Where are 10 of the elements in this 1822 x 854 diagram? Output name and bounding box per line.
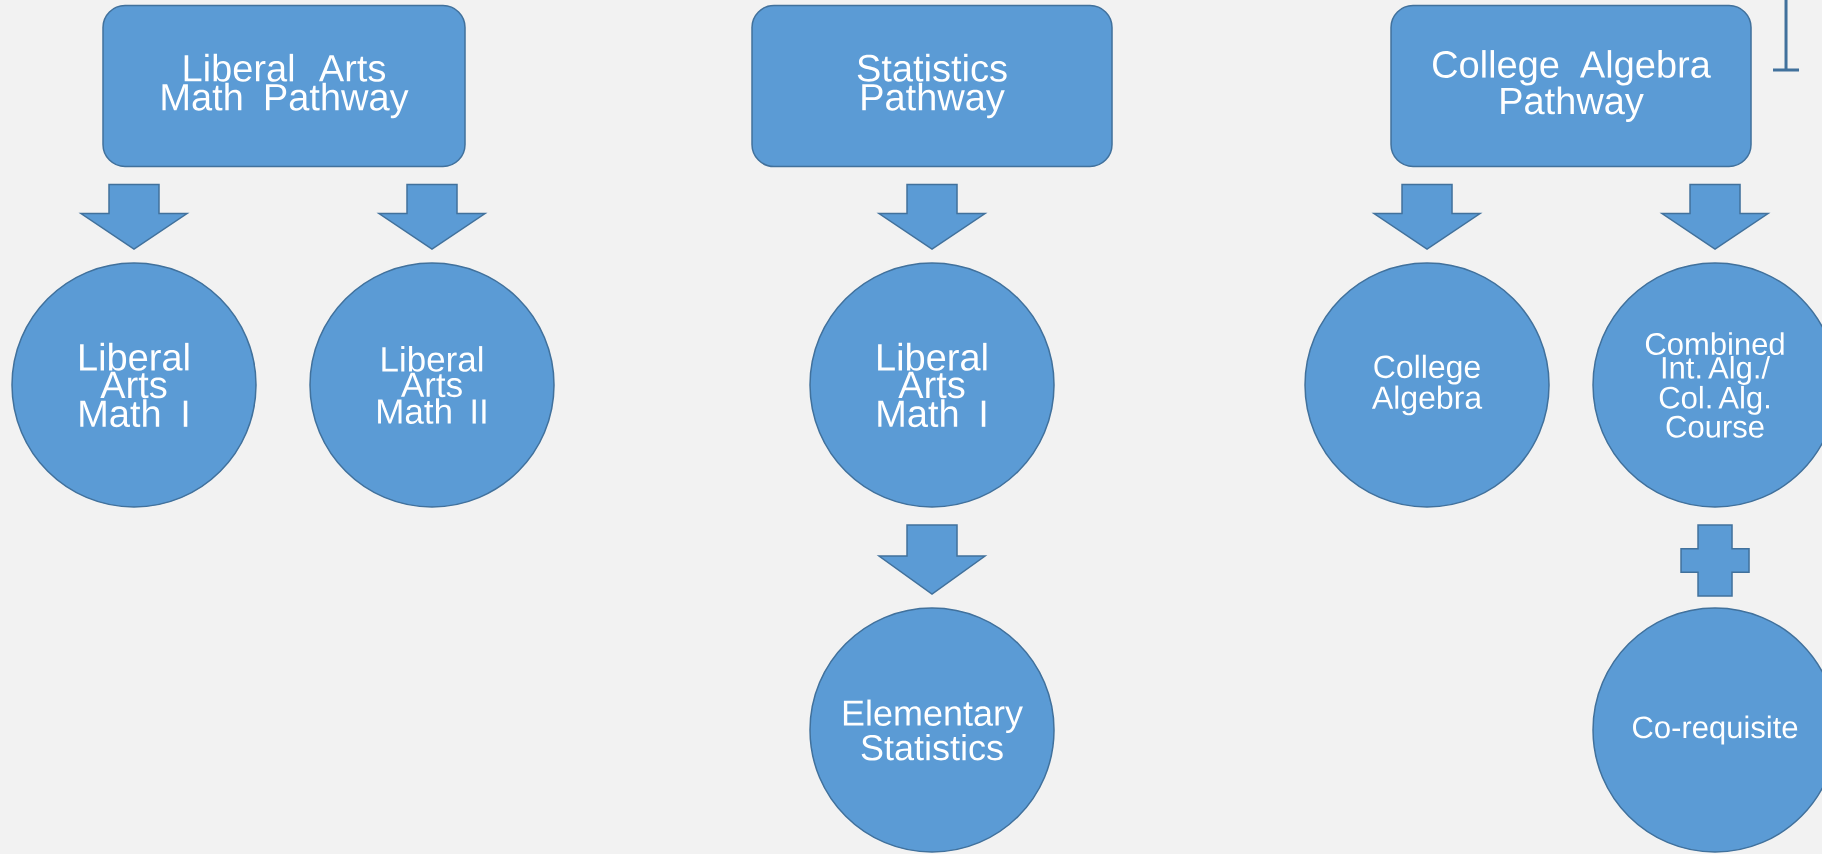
pathway-box: Liberal Arts Math Pathway (102, 4, 466, 168)
block-arrow (78, 183, 190, 250)
pathway-box: Statistics Pathway (751, 4, 1113, 168)
pathway-box: College Algebra Pathway (1390, 4, 1752, 168)
plus-sign (1680, 524, 1750, 597)
block-arrow (1371, 183, 1483, 250)
block-arrow (876, 524, 988, 595)
block-arrow (876, 183, 988, 250)
block-arrow (376, 183, 488, 250)
block-arrow (1659, 183, 1771, 250)
